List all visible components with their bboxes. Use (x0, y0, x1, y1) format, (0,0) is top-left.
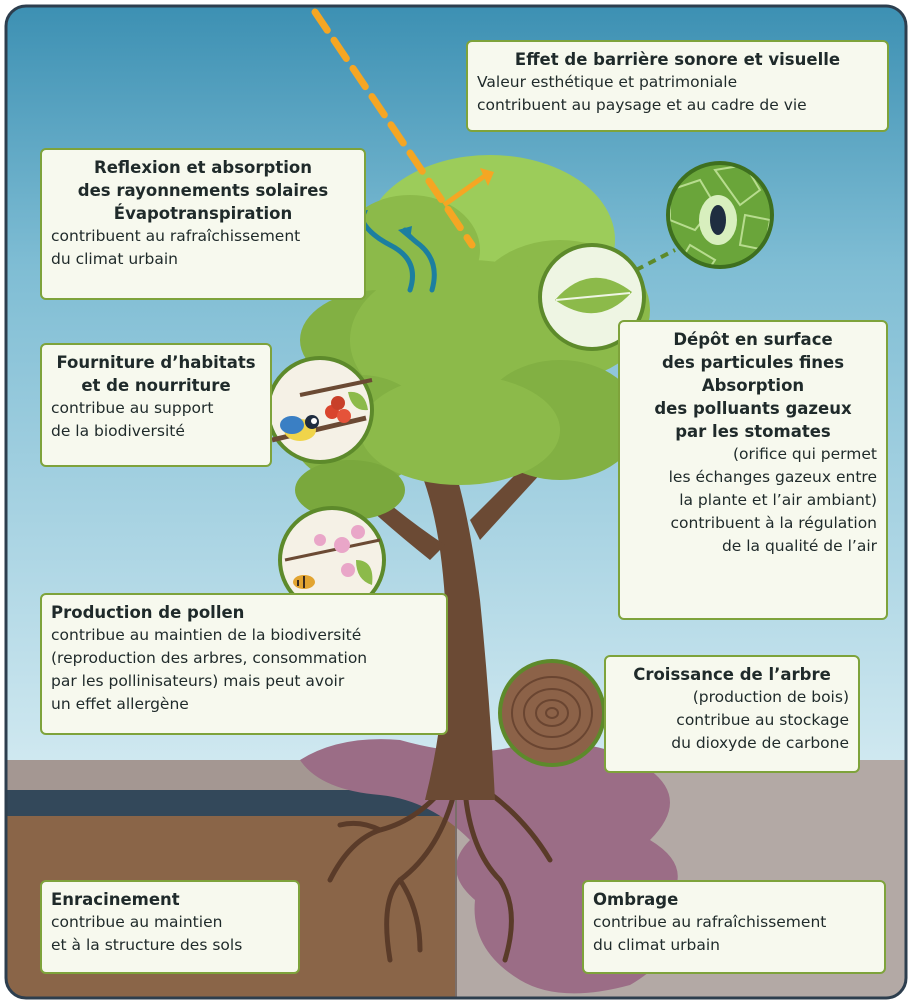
roots-box: Enracinement contribue au maintien et à … (40, 880, 300, 974)
growth-line-3: du dioxyde de carbone (671, 734, 849, 752)
pollen-title: Production de pollen (51, 603, 245, 622)
shade-title: Ombrage (593, 890, 679, 909)
pollutants-line-4: contribuent à la régulation (670, 514, 878, 532)
pollen-line-2: (reproduction des arbres, consommation (51, 649, 368, 667)
growth-line-2: contribue au stockage (676, 711, 849, 729)
pollutants-line-5: de la qualité de l’air (721, 537, 877, 555)
pollen-box: Production de pollen contribue au mainti… (40, 593, 448, 735)
barrier-line-1: Valeur esthétique et patrimoniale (477, 73, 738, 91)
solar-title-3: Évapotranspiration (113, 204, 293, 223)
pollutants-title-1: Dépôt en surface (673, 330, 833, 349)
growth-title: Croissance de l’arbre (633, 665, 831, 684)
sun-ray-arrow (311, 8, 494, 249)
shade-line-1: contribue au rafraîchissement (593, 913, 827, 931)
trunk (420, 470, 495, 800)
growth-box: Croissance de l’arbre (production de boi… (604, 655, 860, 773)
growth-line-1: (production de bois) (692, 688, 849, 706)
shade-box: Ombrage contribue au rafraîchissement du… (582, 880, 886, 974)
solar-line-2: du climat urbain (51, 250, 178, 268)
habitats-title-1: Fourniture d’habitats (56, 353, 256, 372)
pollutants-box: Dépôt en surface des particules fines Ab… (618, 320, 888, 620)
pollen-line-1: contribue au maintien de la biodiversité (51, 626, 362, 644)
habitats-title-2: et de nourriture (81, 376, 231, 395)
pollen-line-3: par les pollinisateurs) mais peut avoir (51, 672, 345, 690)
habitats-line-2: de la biodiversité (51, 422, 185, 440)
pollutants-line-2: les échanges gazeux entre (668, 468, 877, 486)
pollutants-title-4: des polluants gazeux (654, 399, 852, 418)
barrier-line-2: contribuent au paysage et au cadre de vi… (477, 96, 807, 114)
roots-line-2: et à la structure des sols (51, 936, 243, 954)
solar-title-2: des rayonnements solaires (77, 181, 329, 200)
solar-title-1: Reflexion et absorption (94, 158, 312, 177)
leaf-to-cell-connector (635, 248, 676, 272)
solar-line-1: contribuent au rafraîchissement (51, 227, 301, 245)
pollutants-line-3: la plante et l’air ambiant) (679, 491, 877, 509)
frame-border (4, 4, 908, 1000)
pollutants-title-5: par les stomates (675, 422, 831, 441)
barrier-box: Effet de barrière sonore et visuelle Val… (466, 40, 889, 132)
wood-rings-icon (498, 659, 606, 767)
solar-box: Reflexion et absorption des rayonnements… (40, 148, 366, 300)
pollen-line-4: un effet allergène (51, 695, 189, 713)
barrier-title: Effet de barrière sonore et visuelle (514, 50, 841, 69)
pollutants-title-2: des particules fines (661, 353, 845, 372)
roots-line-1: contribue au maintien (51, 913, 223, 931)
habitats-line-1: contribue au support (51, 399, 214, 417)
roots-title: Enracinement (51, 890, 180, 909)
shade-line-2: du climat urbain (593, 936, 720, 954)
pollutants-line-1: (orifice qui permet (732, 445, 877, 463)
habitats-box: Fourniture d’habitats et de nourriture c… (40, 343, 272, 467)
pollutants-title-3: Absorption (701, 376, 805, 395)
bird-habitat-icon (266, 356, 374, 464)
